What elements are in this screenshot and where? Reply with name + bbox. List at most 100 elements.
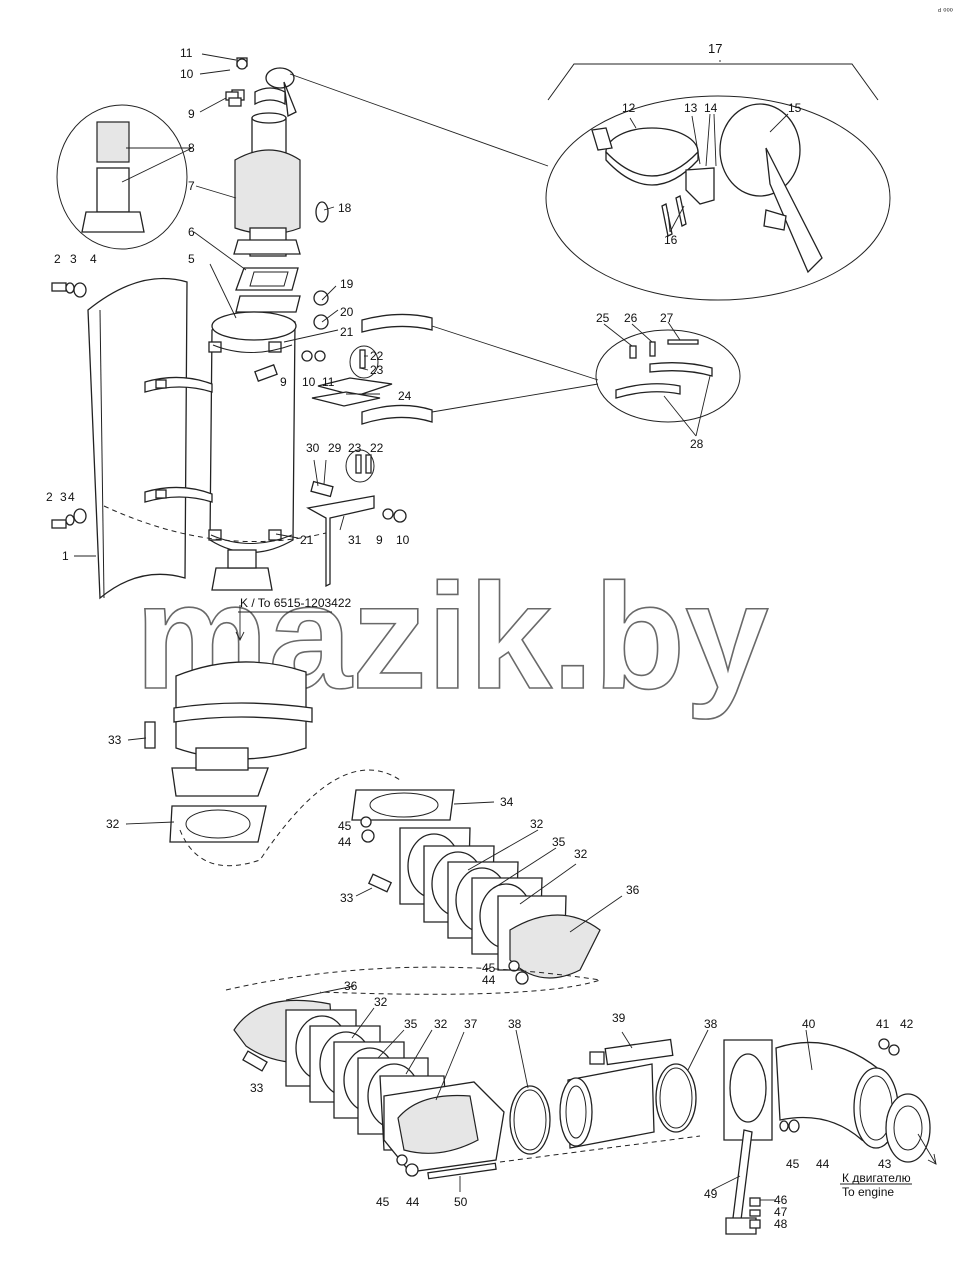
callout-4b: 4 (68, 490, 75, 504)
callout-3: 3 (70, 252, 77, 266)
callout-42: 42 (900, 1017, 914, 1031)
callout-25: 25 (596, 311, 610, 325)
callout-labels: 1 2 3 4 2 3 4 5 6 7 8 9 10 11 9 10 11 9 … (46, 41, 914, 1231)
flange-5 (235, 295, 301, 313)
callout-43: 43 (878, 1157, 892, 1171)
gasket-32-top (169, 805, 267, 843)
callout-11: 11 (180, 46, 193, 60)
engine-arrow (917, 1133, 937, 1165)
callout-12: 12 (622, 101, 636, 115)
route-line-c (225, 966, 601, 995)
leader-lines (74, 53, 813, 1201)
bolt-33-top (144, 721, 156, 749)
flange-stack-upper (351, 789, 601, 985)
rings-38 (509, 1063, 697, 1155)
callout-9b: 9 (280, 375, 287, 389)
callout-10: 10 (180, 67, 194, 81)
callout-23b: 23 (348, 441, 362, 455)
callout-26: 26 (624, 311, 638, 325)
callout-37: 37 (464, 1017, 478, 1031)
lower-muffler (171, 661, 313, 797)
callout-9c: 9 (376, 533, 383, 547)
route-line-d (499, 1135, 701, 1163)
callout-35b: 35 (404, 1017, 418, 1031)
heat-shield (87, 277, 188, 600)
callout-33c: 33 (250, 1081, 264, 1095)
callout-39: 39 (612, 1011, 626, 1025)
detail-view-cap-assembly (545, 63, 891, 301)
bracket-49 (725, 1129, 761, 1235)
engine-note-en: To engine (842, 1185, 894, 1199)
callout-38b: 38 (704, 1017, 718, 1031)
callout-45c: 45 (376, 1195, 390, 1209)
callout-17: 17 (708, 41, 722, 56)
callout-8: 8 (188, 141, 195, 155)
callout-45d: 45 (786, 1157, 800, 1171)
callout-21: 21 (340, 325, 354, 339)
callout-32b: 32 (530, 817, 544, 831)
callout-18: 18 (338, 201, 352, 215)
callout-46: 46 (774, 1193, 788, 1207)
callout-3b: 3 (60, 490, 67, 504)
leader-cap-to-detail (289, 73, 549, 167)
callout-14: 14 (704, 101, 718, 115)
callout-45b: 45 (482, 961, 496, 975)
callout-22b: 22 (370, 441, 384, 455)
route-line-a (103, 505, 331, 542)
callout-31: 31 (348, 533, 362, 547)
callout-28: 28 (690, 437, 704, 451)
callout-30: 30 (306, 441, 320, 455)
callout-33: 33 (108, 733, 122, 747)
callout-44c: 44 (406, 1195, 420, 1209)
callout-44: 44 (338, 835, 352, 849)
callout-32d: 32 (374, 995, 388, 1009)
pipe-40 (723, 1038, 931, 1163)
callout-45: 45 (338, 819, 352, 833)
callout-15: 15 (788, 101, 802, 115)
callout-41: 41 (876, 1017, 890, 1031)
shield-clamps (144, 376, 213, 503)
callout-29: 29 (328, 441, 342, 455)
callout-13: 13 (684, 101, 698, 115)
callout-32: 32 (106, 817, 120, 831)
engine-note-ru: К двигателю (842, 1171, 911, 1185)
callout-9: 9 (188, 107, 195, 121)
callout-2: 2 (54, 252, 61, 266)
callout-40: 40 (802, 1017, 816, 1031)
callout-1: 1 (62, 549, 69, 563)
upper-pipe (233, 112, 301, 257)
callout-11b: 11 (322, 375, 335, 389)
detail-view-pipe (56, 104, 188, 250)
corner-mark: ᵈ ⁰⁰⁰ (938, 7, 953, 16)
callout-21b: 21 (300, 533, 314, 547)
callout-49: 49 (704, 1187, 718, 1201)
callout-36b: 36 (344, 979, 358, 993)
detail-view-bracket-kit (595, 329, 741, 423)
callout-4: 4 (90, 252, 97, 266)
callout-38: 38 (508, 1017, 522, 1031)
exhaust-brake-39 (559, 1038, 674, 1149)
gasket-6 (235, 267, 299, 291)
clamp-bands (311, 313, 433, 425)
callout-27: 27 (660, 311, 674, 325)
callout-19: 19 (340, 277, 354, 291)
callout-23: 23 (370, 363, 384, 377)
callout-48: 48 (774, 1217, 788, 1231)
callout-44d: 44 (816, 1157, 830, 1171)
callout-7: 7 (188, 179, 195, 193)
flange-37 (383, 1081, 505, 1177)
callout-47: 47 (774, 1205, 788, 1219)
muffler-body (208, 311, 297, 591)
bracket-31 (306, 495, 375, 588)
callout-34: 34 (500, 795, 514, 809)
callout-32c: 32 (574, 847, 588, 861)
callout-36: 36 (626, 883, 640, 897)
callout-10b: 10 (302, 375, 316, 389)
callout-10c: 10 (396, 533, 410, 547)
callout-22: 22 (370, 349, 384, 363)
callout-16: 16 (664, 233, 678, 247)
leader-band-bottom (431, 383, 599, 413)
callout-5: 5 (188, 252, 195, 266)
